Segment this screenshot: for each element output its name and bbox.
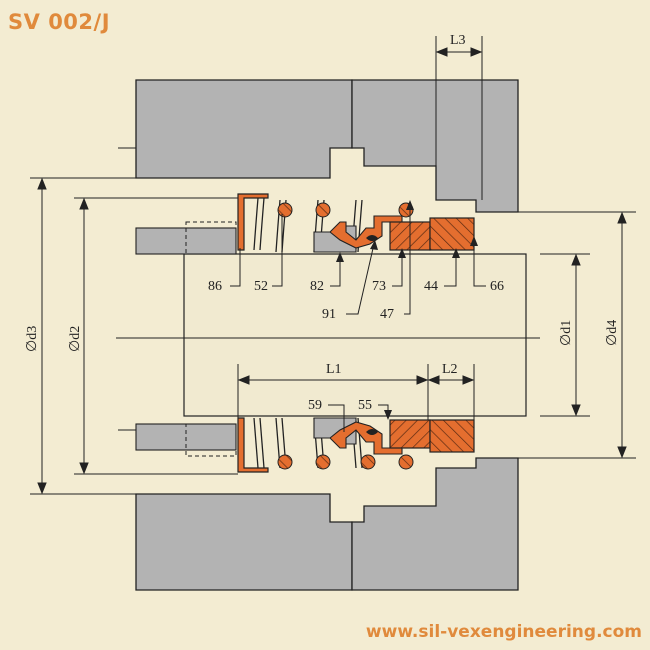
shaft <box>116 253 540 417</box>
stationary-seat-upper <box>429 217 475 251</box>
website-url: www.sil-vexengineering.com <box>365 622 642 642</box>
o-ring-upper <box>366 235 378 241</box>
part-label-44: 44 <box>424 279 438 294</box>
part-label-66: 66 <box>490 279 504 294</box>
part-label-55: 55 <box>358 398 372 413</box>
dimension-label-d4: ∅d4 <box>605 320 620 346</box>
part-label-73: 73 <box>372 279 386 294</box>
stationary-seat-lower <box>429 419 475 453</box>
spring-wire-section <box>398 454 414 470</box>
dimension-label-L2: L2 <box>442 362 458 377</box>
part-label-52: 52 <box>254 279 268 294</box>
housing-upper <box>135 79 519 213</box>
housing-lower <box>135 457 519 591</box>
spring-wire-section <box>277 202 293 218</box>
set-screw-lower <box>135 423 237 457</box>
spring-wire-section <box>315 202 331 218</box>
part-label-86: 86 <box>208 279 222 294</box>
driver-lower <box>329 421 403 455</box>
leader-lines <box>230 206 486 432</box>
part-label-82: 82 <box>310 279 324 294</box>
leader-arrowheads <box>336 200 478 420</box>
set-screw-upper <box>135 221 237 255</box>
dimension-label-L3: L3 <box>450 33 466 48</box>
o-ring-lower <box>366 429 378 435</box>
part-label-91: 91 <box>322 307 336 322</box>
rotating-face-lower <box>389 419 431 449</box>
dimension-label-d3: ∅d3 <box>25 326 40 352</box>
spring-retainer-lower <box>237 417 269 473</box>
driver-upper <box>329 215 403 249</box>
dimension-label-d1: ∅d1 <box>559 320 574 346</box>
dimension-label-L1: L1 <box>326 362 342 377</box>
spring-wire-section <box>277 454 293 470</box>
spring-wire-section <box>360 454 376 470</box>
spring-wire-section <box>315 454 331 470</box>
part-label-59: 59 <box>308 398 322 413</box>
model-title: SV 002/J <box>8 10 111 34</box>
dimension-label-d2: ∅d2 <box>68 326 83 352</box>
dimension-lines <box>30 36 636 495</box>
spring-retainer-upper <box>237 193 269 251</box>
part-label-47: 47 <box>380 307 394 322</box>
